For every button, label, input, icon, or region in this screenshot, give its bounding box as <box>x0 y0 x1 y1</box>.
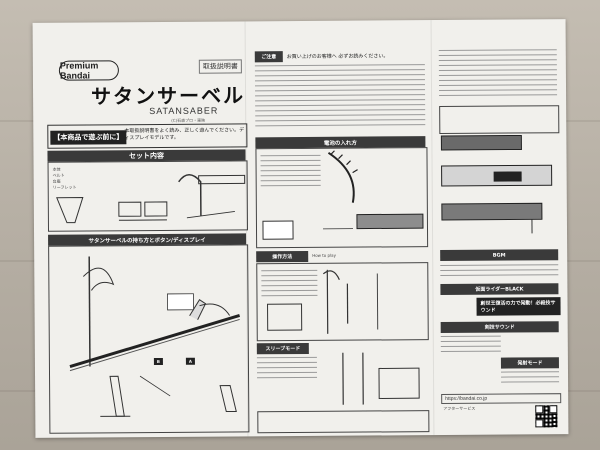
mode-text <box>501 371 560 386</box>
sleeve-illustration <box>342 352 420 405</box>
black-title: 仮面ライダーBLACK <box>475 286 524 293</box>
mode-title: 発射モード <box>517 360 543 367</box>
sword-sound-text <box>440 335 501 356</box>
brand-logo: Premium Bandai <box>58 60 119 81</box>
support-url[interactable]: https://bandai.co.jp <box>441 393 562 405</box>
operation-header: 操作方法 <box>256 250 309 263</box>
panel-1: Premium Bandai 取扱説明書 サタンサーベル SATANSABER … <box>39 21 250 437</box>
caution-title: ご注意 <box>261 54 277 61</box>
slide-text <box>256 356 318 382</box>
operation-subtitle: How to play <box>312 252 336 258</box>
bgm-text <box>440 264 559 280</box>
button-label: B <box>153 357 164 366</box>
button-label: A <box>185 357 196 365</box>
operation-title: 操作方法 <box>272 254 293 261</box>
sword-illustration <box>69 256 241 417</box>
special-move-banner: 創世王復活の力で発動！必殺技サウンド <box>476 297 561 316</box>
panel-3: BGM 仮面ライダーBLACK 創世王復活の力で発動！必殺技サウンド 剣技サウン… <box>435 19 564 435</box>
manual-tag: 取扱説明書 <box>198 59 242 74</box>
warning-box: 【本商品で遊ぶ前に】 本取扱説明書をよく読み、正しく遊んでください。ディスプレイ… <box>47 123 248 149</box>
battery-cover-diagram <box>440 134 553 234</box>
qr-code[interactable] <box>535 405 558 428</box>
operation-box <box>256 262 429 342</box>
support-header: アフターサービス <box>443 405 476 412</box>
sword-sound-title: 剣技サウンド <box>484 324 515 331</box>
notice-box <box>257 410 430 434</box>
set-contents-title: セット内容 <box>128 151 165 160</box>
product-subtitle: SATANSABER <box>149 105 219 117</box>
sword-sound-header: 剣技サウンド <box>440 321 559 334</box>
battery-title: 電池の入れ方 <box>323 140 357 147</box>
battery-diagram <box>262 150 424 240</box>
set-contents-box: 本体 ベルト 台座 リーフレット <box>47 160 249 232</box>
caution-lead: お買い上げのお客様へ 必ずお読みください。 <box>286 53 389 61</box>
hand-illustration <box>267 269 379 334</box>
set-contents-illustration <box>56 174 246 224</box>
warning-text: 本取扱説明書をよく読み、正しく遊んでください。ディスプレイモデルです。 <box>124 127 245 142</box>
holding-box: B A <box>48 244 250 434</box>
panel-2: ご注意 お買い上げのお客様へ 必ずお読みください。 電池の入れ方 <box>251 20 432 436</box>
bgm-title: BGM <box>492 252 506 259</box>
slide-header: スリーブモード <box>256 342 309 355</box>
notes-text <box>438 49 558 100</box>
caution-text <box>254 64 426 130</box>
caution-header: ご注意 <box>254 51 283 63</box>
holding-title: サタンサーベルの持ち方とボタン/ディスプレイ <box>88 237 206 244</box>
warning-label: 【本商品で遊ぶ前に】 <box>50 130 127 145</box>
bgm-header: BGM <box>440 249 559 262</box>
fold-line <box>430 20 435 436</box>
battery-box <box>255 147 429 249</box>
black-header: 仮面ライダーBLACK <box>440 283 559 296</box>
slide-title: スリーブモード <box>265 346 301 353</box>
instruction-sheet: Premium Bandai 取扱説明書 サタンサーベル SATANSABER … <box>32 19 569 438</box>
mode-header: 発射モード <box>500 357 559 369</box>
